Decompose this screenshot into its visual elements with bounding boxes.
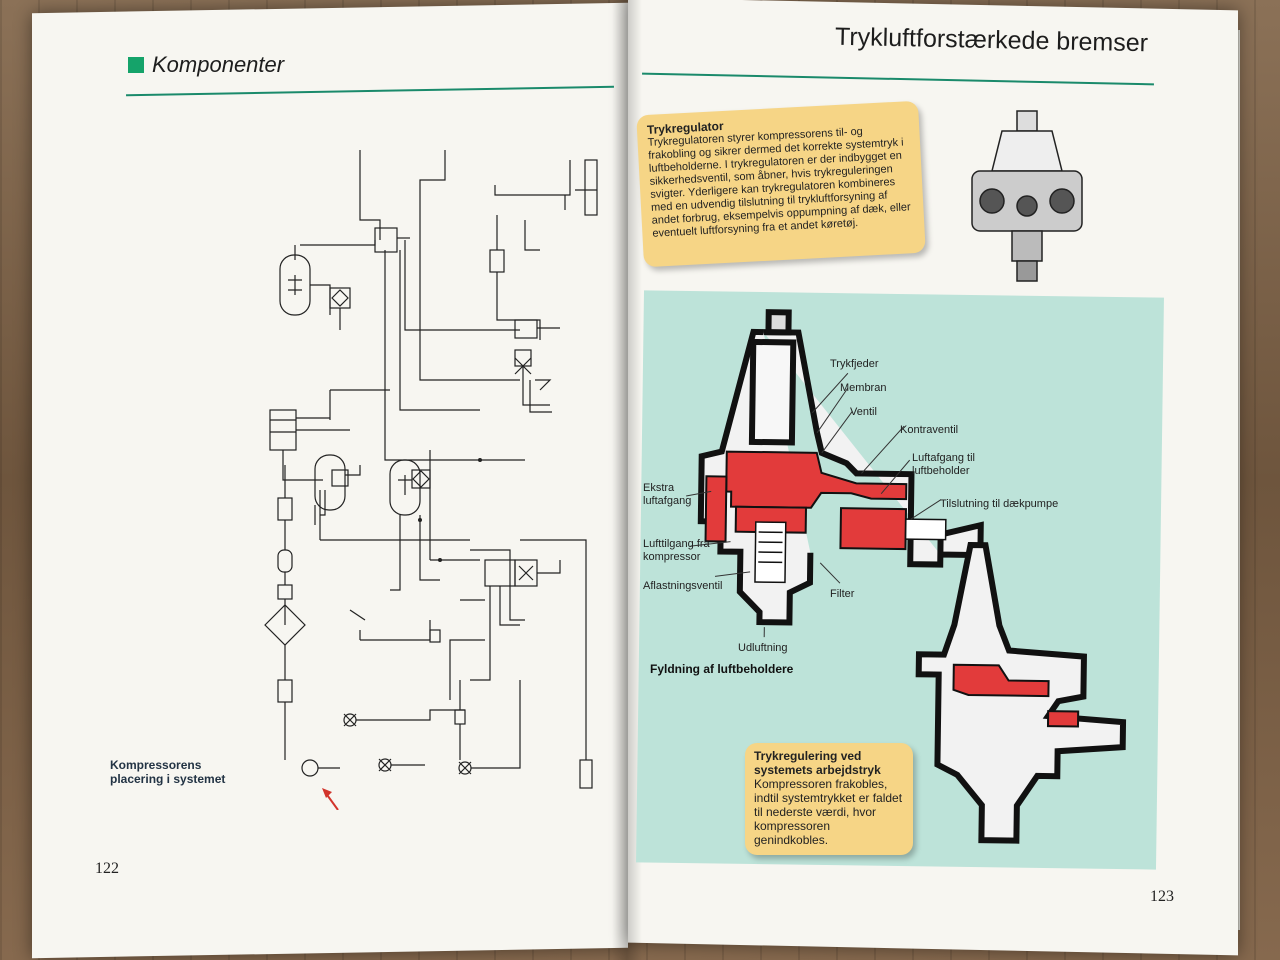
- label-kontraventil: Kontraventil: [900, 424, 959, 436]
- left-section-header: Komponenter: [128, 52, 284, 78]
- label-filter: Filter: [830, 588, 855, 600]
- section-title: Komponenter: [152, 52, 285, 77]
- label-luftafgang: Luftafgang til luftbeholder: [912, 452, 975, 477]
- page-number-right: 123: [1150, 888, 1174, 905]
- info-box-body: Trykregulatoren styrer kompressorens til…: [647, 125, 911, 240]
- label-aflastningsventil: Aflastningsventil: [643, 580, 723, 592]
- label-membran: Membran: [840, 382, 887, 394]
- label-trykfjeder: Trykfjeder: [830, 358, 879, 370]
- schematic-caption: Kompressorens placering i systemet: [110, 758, 226, 786]
- pressure-regulator-illustration: [971, 110, 1083, 282]
- label-udluftning: Udluftning: [738, 642, 788, 654]
- pneumatic-schematic: [264, 150, 598, 810]
- page-number-left: 122: [95, 860, 119, 877]
- info-box-trykregulator: Trykregulator Trykregulatoren styrer kom…: [636, 100, 926, 268]
- label-tilslutning: Tilslutning til dækpumpe: [940, 498, 1059, 510]
- section-marker-icon: [128, 57, 144, 73]
- diagram-caption: Fyldning af luftbeholdere: [650, 662, 794, 676]
- label-ekstra-luftafgang: Ekstra luftafgang: [643, 482, 692, 507]
- bottom-box-body: Kompressoren frakobles, indtil systemtry…: [754, 777, 903, 847]
- valve-cross-section-diagram: [686, 309, 1127, 844]
- info-box-arbejdstryk: Trykregulering ved systemets arbejdstryk…: [745, 743, 913, 855]
- label-lufttilgang: Lufttilgang fra kompressor: [643, 538, 710, 563]
- label-ventil: Ventil: [850, 406, 877, 418]
- bottom-box-heading: Trykregulering ved systemets arbejdstryk: [754, 749, 881, 777]
